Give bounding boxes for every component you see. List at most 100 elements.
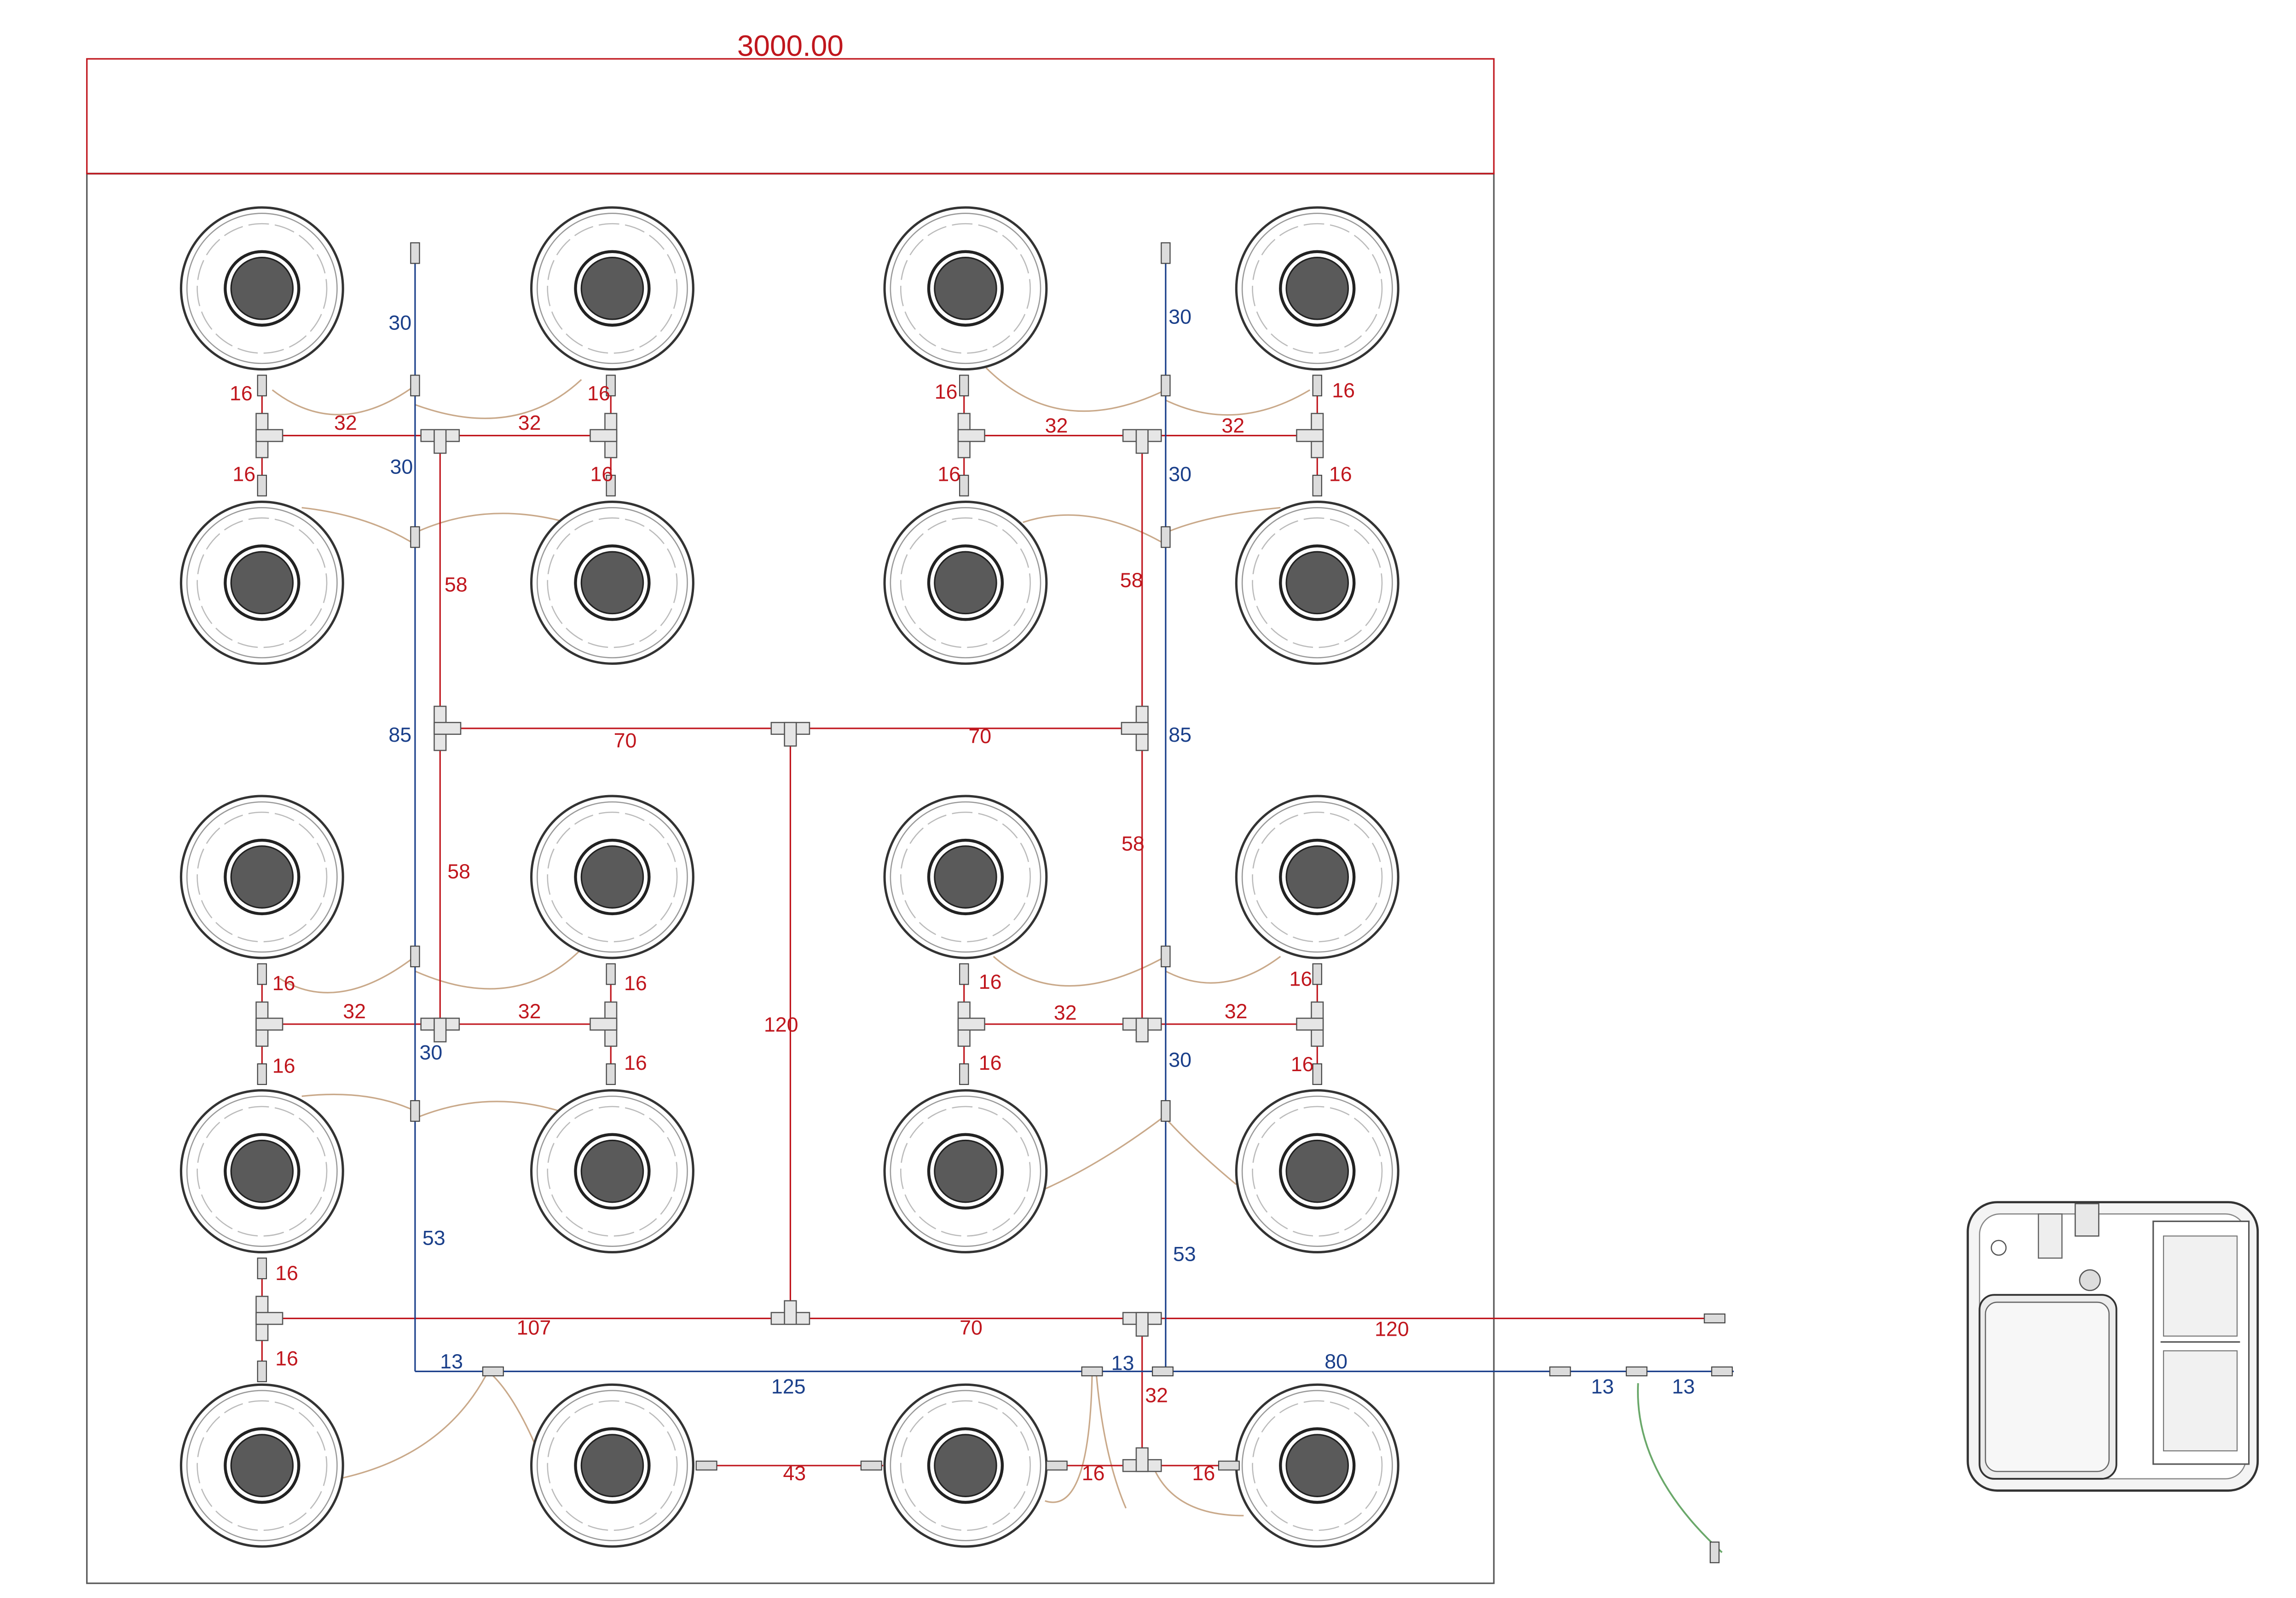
tee-fitting-icon	[255, 1296, 283, 1341]
hose-lines	[272, 367, 1311, 1517]
grow-pot-icon	[1236, 502, 1398, 664]
connector-icon	[1312, 375, 1322, 397]
tee-fitting-icon	[1296, 1001, 1324, 1047]
green-hose	[1637, 1383, 1723, 1553]
reservoir-unit-icon	[1966, 1201, 2259, 1492]
dim-label: 53	[422, 1226, 445, 1249]
grow-pot-icon	[181, 1385, 343, 1546]
dim-label: 70	[968, 725, 991, 748]
connector-icon	[959, 963, 969, 985]
connector-icon	[1161, 242, 1171, 264]
connector-icon	[257, 1063, 267, 1085]
tee-fitting-icon	[434, 705, 462, 751]
dim-label: 80	[1324, 1350, 1348, 1373]
dim-label: 43	[783, 1462, 806, 1485]
dim-label: 30	[388, 311, 411, 334]
grow-pot-icon	[181, 1090, 343, 1252]
tee-fitting-icon	[1121, 705, 1149, 751]
tee-fitting-icon	[957, 413, 985, 458]
tee-fitting-icon	[1122, 429, 1162, 454]
dim-label: 58	[1122, 832, 1145, 855]
dim-label: 13	[1591, 1375, 1614, 1398]
dim-label: 58	[1120, 569, 1143, 592]
dim-label: 16	[1082, 1462, 1105, 1485]
connector-icon	[1710, 1541, 1720, 1563]
connector-icon	[257, 375, 267, 397]
connector-icon	[1081, 1366, 1103, 1377]
tee-fitting-icon	[590, 413, 618, 458]
dim-label: 16	[232, 463, 255, 486]
tee-fitting-icon	[770, 1300, 810, 1325]
tee-fitting-icon	[420, 429, 460, 454]
connector-icon	[1161, 1100, 1171, 1122]
tee-fitting-icon	[590, 1001, 618, 1047]
connector-icon	[482, 1366, 504, 1377]
tee-fitting-icon	[1122, 1447, 1162, 1472]
connector-icon	[1711, 1366, 1733, 1377]
connector-icon	[1704, 1313, 1726, 1324]
connector-icon	[410, 1100, 420, 1122]
grow-pot-icon	[1236, 796, 1398, 958]
dim-label: 70	[960, 1316, 983, 1339]
grow-pot-icon	[885, 1090, 1047, 1252]
dim-label: 32	[334, 411, 357, 434]
grow-pot-icon	[1236, 1385, 1398, 1546]
tee-fitting-icon	[1296, 413, 1324, 458]
red-labels: 16 32 32 16 16 16 16 32 32 16 16 16 58 5…	[230, 379, 1409, 1485]
connector-icon	[959, 474, 969, 496]
dim-label: 16	[1290, 968, 1313, 991]
dim-label: 16	[272, 1054, 295, 1077]
dim-label: 16	[1329, 463, 1352, 486]
connector-icon	[1161, 526, 1171, 548]
connector-icon	[1625, 1366, 1648, 1377]
dim-label: 16	[979, 1051, 1002, 1074]
dim-label: 32	[1145, 1384, 1168, 1407]
tee-fitting-icon	[255, 1001, 283, 1047]
connector-icon	[606, 963, 616, 985]
tee-fitting-icon	[255, 413, 283, 458]
connector-icon	[257, 963, 267, 985]
grow-pot-icon	[885, 1385, 1047, 1546]
dim-label: 16	[624, 972, 647, 995]
dim-label: 58	[445, 573, 468, 596]
connector-icon	[1312, 1063, 1322, 1085]
dim-label: 16	[1291, 1053, 1314, 1076]
dim-label: 30	[1168, 463, 1191, 486]
connector-icon	[257, 1258, 267, 1280]
dim-label: 16	[935, 381, 958, 404]
dim-label: 13	[1672, 1375, 1695, 1398]
connector-icon	[1218, 1460, 1240, 1471]
connector-icon	[410, 242, 420, 264]
dim-label: 16	[624, 1051, 647, 1074]
dim-label: 16	[272, 972, 295, 995]
grow-pot-icon	[1236, 208, 1398, 369]
dim-label: 30	[1168, 1049, 1191, 1072]
tee-fitting-icon	[957, 1001, 985, 1047]
connector-icon	[606, 1063, 616, 1085]
dim-label: 32	[1054, 1001, 1077, 1024]
grow-pot-icon	[885, 502, 1047, 664]
grow-pot-icon	[532, 1385, 694, 1546]
grow-pot-icon	[181, 208, 343, 369]
grow-pot-icon	[181, 796, 343, 958]
dim-label: 13	[440, 1350, 463, 1373]
grow-pot-icon	[532, 502, 694, 664]
connector-icon	[1046, 1460, 1068, 1471]
tee-fitting-icon	[770, 721, 810, 747]
connector-icon	[1161, 375, 1171, 397]
dim-label: 30	[1168, 306, 1191, 329]
dim-label: 32	[1225, 1000, 1248, 1023]
grow-pot-icon	[181, 502, 343, 664]
connector-icon	[1312, 474, 1322, 496]
tee-fitting-icon	[1122, 1312, 1162, 1337]
dim-label: 85	[1168, 723, 1191, 746]
grow-pot-icon	[532, 208, 694, 369]
dim-label: 16	[1192, 1462, 1215, 1485]
dim-label: 16	[937, 463, 960, 486]
blue-labels: 30 30 30 30 85 85 30 30 53 53 13 125 13 …	[388, 306, 1695, 1398]
blue-pipes	[414, 242, 1734, 1373]
connector-icon	[257, 474, 267, 496]
dim-label: 32	[1221, 414, 1244, 437]
connector-icon	[1549, 1366, 1571, 1377]
